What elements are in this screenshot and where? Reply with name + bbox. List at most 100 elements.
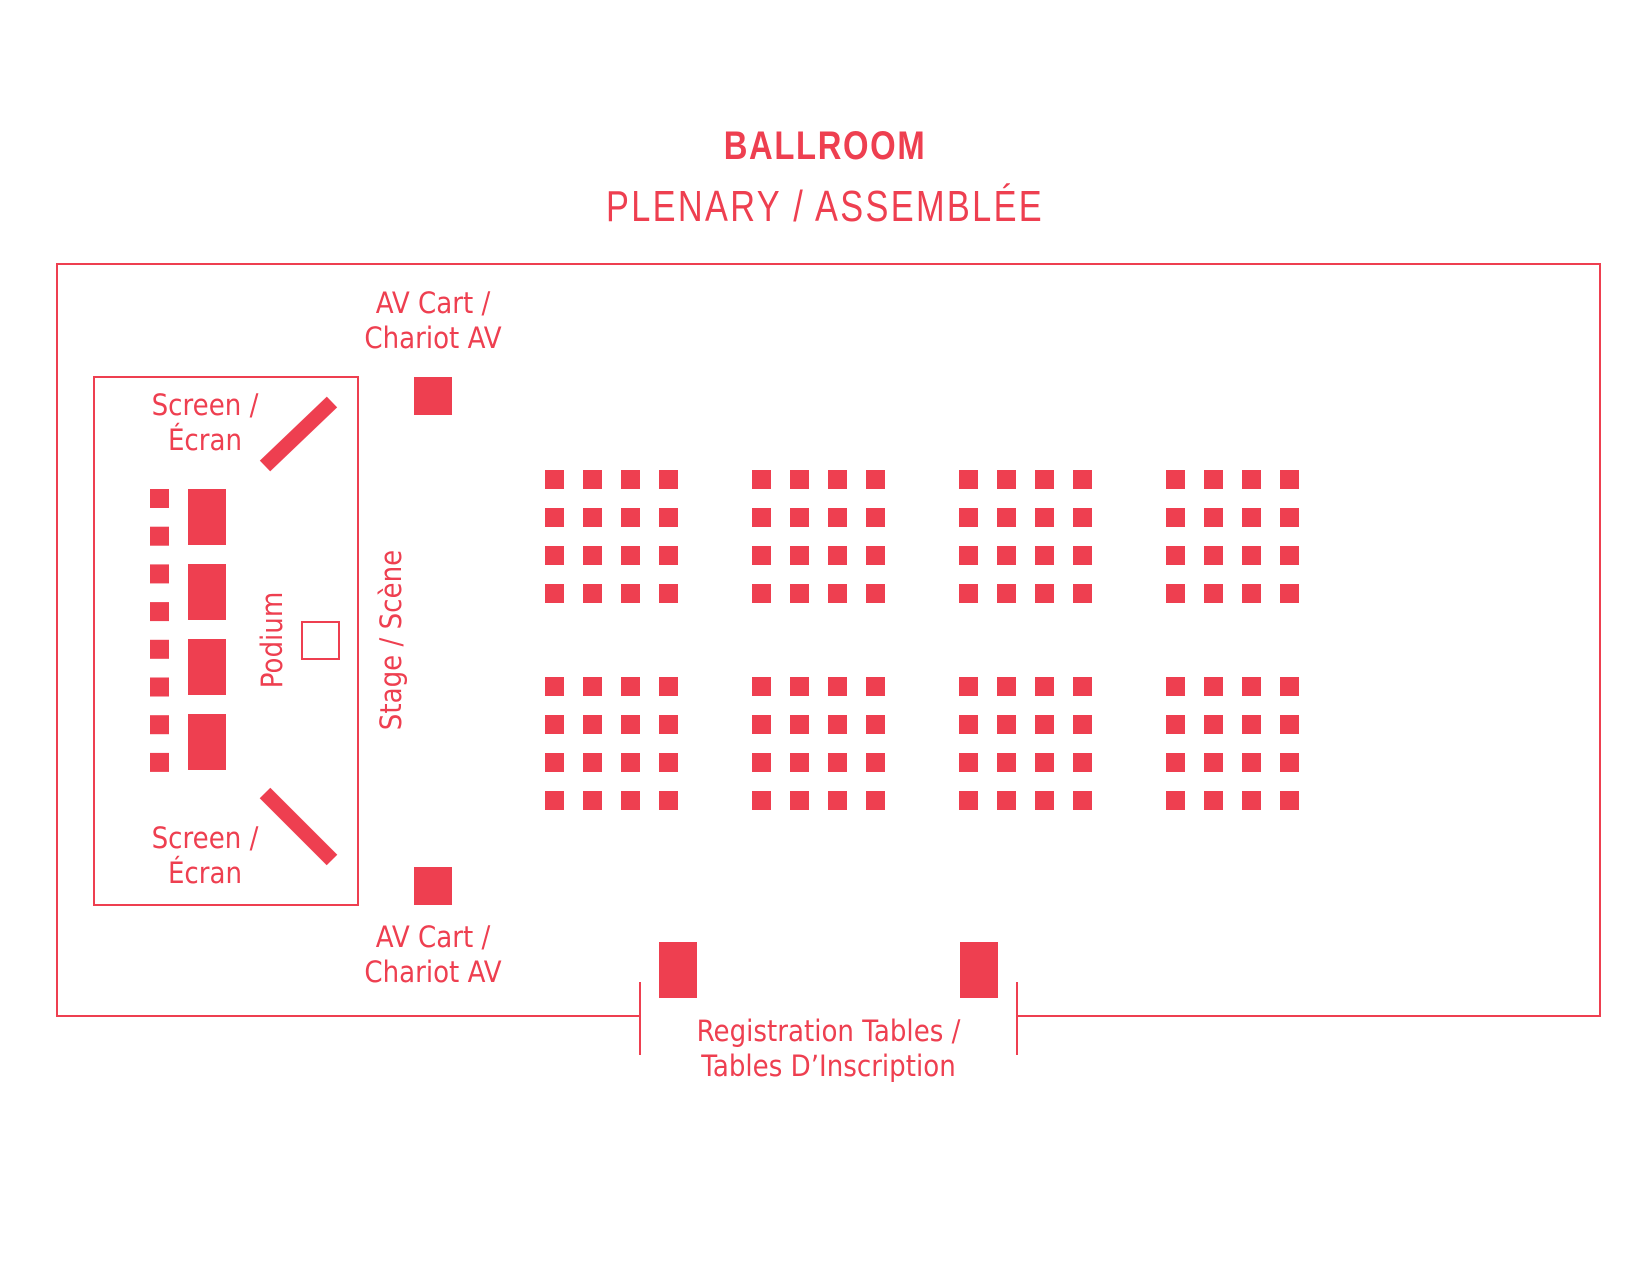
audience-chair (1242, 753, 1261, 772)
audience-chair (997, 546, 1016, 565)
audience-chair (866, 791, 885, 810)
audience-chair (1035, 584, 1054, 603)
audience-chair (997, 508, 1016, 527)
audience-chair (1280, 715, 1299, 734)
audience-chair (1166, 508, 1185, 527)
audience-chair (790, 753, 809, 772)
room-outline (56, 263, 1601, 1017)
audience-chair (1204, 584, 1223, 603)
head-table-segment (188, 489, 226, 545)
registration-label-line1: Registration Tables / (696, 1014, 961, 1048)
audience-chair (1242, 715, 1261, 734)
audience-chair (790, 791, 809, 810)
audience-chair (1073, 715, 1092, 734)
av-cart-bottom-label: AV Cart / Chariot AV (349, 920, 516, 990)
audience-chair (959, 677, 978, 696)
floorplan-subtitle: PLENARY / ASSEMBLÉE (605, 182, 1045, 231)
audience-chair (1242, 791, 1261, 810)
av-cart-top (414, 377, 452, 415)
audience-chair (1166, 791, 1185, 810)
audience-chair (659, 715, 678, 734)
audience-chair (583, 546, 602, 565)
audience-chair (583, 584, 602, 603)
audience-chair (752, 470, 771, 489)
audience-chair (790, 715, 809, 734)
audience-chair (1035, 753, 1054, 772)
audience-chair (1280, 753, 1299, 772)
audience-chair (866, 546, 885, 565)
audience-chair (997, 584, 1016, 603)
audience-chair (790, 584, 809, 603)
audience-chair (1035, 470, 1054, 489)
av-cart-top-label-line1: AV Cart / (375, 286, 491, 320)
audience-chair (997, 791, 1016, 810)
audience-chair (1242, 508, 1261, 527)
audience-chair (583, 791, 602, 810)
audience-chair (997, 470, 1016, 489)
audience-chair (1204, 791, 1223, 810)
audience-chair (752, 677, 771, 696)
audience-chair (659, 546, 678, 565)
audience-chair (1073, 584, 1092, 603)
screen-top-label: Screen / Écran (138, 388, 273, 458)
audience-chair (828, 508, 847, 527)
audience-chair (752, 753, 771, 772)
av-cart-bottom-label-line2: Chariot AV (364, 955, 502, 989)
audience-chair (1035, 508, 1054, 527)
audience-chair (621, 677, 640, 696)
audience-chair (790, 508, 809, 527)
av-cart-bottom-label-line1: AV Cart / (375, 920, 491, 954)
audience-chair (1204, 753, 1223, 772)
audience-chair (959, 470, 978, 489)
audience-chair (1166, 753, 1185, 772)
screen-top-label-line2: Écran (167, 423, 243, 457)
registration-label-line2: Tables D’Inscription (701, 1049, 956, 1083)
audience-chair (1035, 715, 1054, 734)
audience-chair (1073, 791, 1092, 810)
head-table-chair (150, 639, 169, 659)
head-table-chair (150, 602, 169, 622)
audience-chair (828, 584, 847, 603)
audience-chair (659, 753, 678, 772)
registration-table-left (659, 942, 697, 998)
audience-chair (583, 715, 602, 734)
audience-chair (866, 715, 885, 734)
head-table-chair (150, 526, 169, 546)
audience-chair (790, 677, 809, 696)
audience-chair (959, 753, 978, 772)
audience-chair (545, 546, 564, 565)
audience-chair (621, 753, 640, 772)
audience-chair (866, 584, 885, 603)
av-cart-bottom (414, 867, 452, 905)
audience-chair (1204, 546, 1223, 565)
audience-chair (545, 677, 564, 696)
audience-chair (1280, 584, 1299, 603)
audience-chair (866, 677, 885, 696)
audience-chair (790, 546, 809, 565)
audience-chair (545, 584, 564, 603)
audience-chair (1166, 470, 1185, 489)
audience-chair (1073, 508, 1092, 527)
audience-chair (1166, 677, 1185, 696)
audience-chair (997, 677, 1016, 696)
screen-bottom-label: Screen / Écran (138, 821, 273, 891)
audience-chair (1280, 791, 1299, 810)
audience-chair (959, 584, 978, 603)
podium-label: Podium (255, 591, 289, 689)
audience-chair (1242, 470, 1261, 489)
head-table-group (150, 489, 226, 772)
audience-chair (1073, 677, 1092, 696)
audience-chair (659, 508, 678, 527)
av-cart-top-label: AV Cart / Chariot AV (349, 286, 516, 356)
audience-chair (828, 546, 847, 565)
seating-area (545, 470, 1299, 810)
audience-chair (959, 791, 978, 810)
screen-bottom-label-line2: Écran (167, 856, 243, 890)
audience-chair (659, 470, 678, 489)
audience-chair (866, 508, 885, 527)
audience-chair (866, 753, 885, 772)
audience-chair (621, 508, 640, 527)
audience-chair (1280, 508, 1299, 527)
audience-chair (1242, 546, 1261, 565)
